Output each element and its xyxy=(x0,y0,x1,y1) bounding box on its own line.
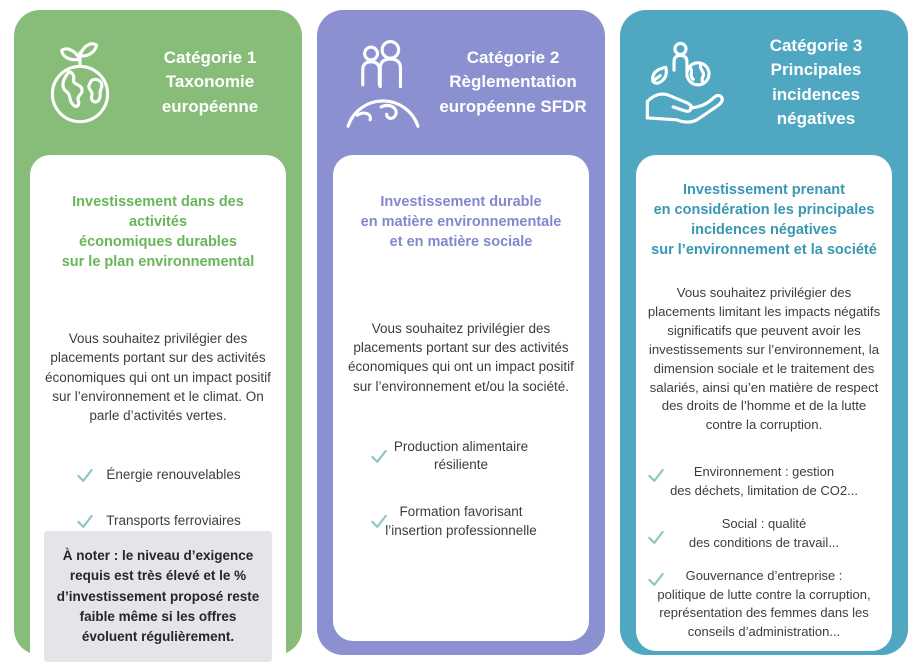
list-item: Gouvernance d’entreprise : politique de … xyxy=(644,567,884,641)
list-item-label: Énergie renouvelables xyxy=(106,466,241,482)
card-3-body: Vous souhaitez privilégier des placement… xyxy=(647,285,881,433)
list-item: Production alimentaire résiliente xyxy=(347,438,575,476)
card-1-panel: Investissement dans des activités économ… xyxy=(30,155,286,672)
list-item-label: Production alimentaire résiliente xyxy=(393,438,529,473)
card-3-title: Catégorie 3 Principales incidences négat… xyxy=(769,36,863,128)
check-icon xyxy=(75,465,95,485)
card-2-heading: Investissement durable en matière enviro… xyxy=(360,193,562,251)
card-1-body: Vous souhaitez privilégier des placement… xyxy=(45,331,271,424)
card-3-header: Catégorie 3 Principales incidences négat… xyxy=(620,10,908,155)
check-icon xyxy=(75,511,95,531)
list-item: Environnement : gestion des déchets, lim… xyxy=(644,463,884,500)
card-categorie-2: Catégorie 2 Règlementation européenne SF… xyxy=(317,10,605,655)
check-icon xyxy=(646,527,666,547)
card-3-heading: Investissement prenant en considération … xyxy=(651,181,877,259)
card-3-panel: Investissement prenant en considération … xyxy=(636,155,892,651)
card-1-heading: Investissement dans des activités économ… xyxy=(61,193,255,271)
category-cards: Catégorie 1 Taxonomie européenne Investi… xyxy=(14,10,908,672)
check-icon xyxy=(646,465,666,485)
card-2-header: Catégorie 2 Règlementation européenne SF… xyxy=(317,10,605,155)
globe-sprout-icon xyxy=(28,37,132,129)
list-item-label: Transports ferroviaires xyxy=(106,512,241,528)
list-item: Social : qualité des conditions de trava… xyxy=(644,515,884,552)
list-item-label: Environnement : gestion des déchets, lim… xyxy=(670,464,858,498)
people-on-globe-icon xyxy=(331,37,435,129)
card-2-panel: Investissement durable en matière enviro… xyxy=(333,155,589,641)
list-item: Énergie renouvelables xyxy=(44,465,272,485)
check-icon xyxy=(369,446,389,466)
list-item: Formation favorisant l’insertion profess… xyxy=(347,503,575,541)
hand-holding-world-icon xyxy=(634,37,738,129)
list-item-label: Gouvernance d’entreprise : politique de … xyxy=(657,568,871,639)
card-2-title: Catégorie 2 Règlementation européenne SF… xyxy=(439,48,587,116)
card-1-header: Catégorie 1 Taxonomie européenne xyxy=(14,10,302,155)
note-box: À noter : le niveau d’exigence requis es… xyxy=(44,531,272,663)
check-icon xyxy=(646,569,666,589)
list-item: Transports ferroviaires xyxy=(44,511,272,531)
card-2-body: Vous souhaitez privilégier des placement… xyxy=(348,320,574,394)
card-categorie-3: Catégorie 3 Principales incidences négat… xyxy=(620,10,908,655)
list-item-label: Formation favorisant l’insertion profess… xyxy=(385,504,537,539)
list-item-label: Social : qualité des conditions de trava… xyxy=(688,516,840,550)
card-1-title: Catégorie 1 Taxonomie européenne xyxy=(161,48,259,116)
check-icon xyxy=(369,511,389,531)
card-categorie-1: Catégorie 1 Taxonomie européenne Investi… xyxy=(14,10,302,672)
